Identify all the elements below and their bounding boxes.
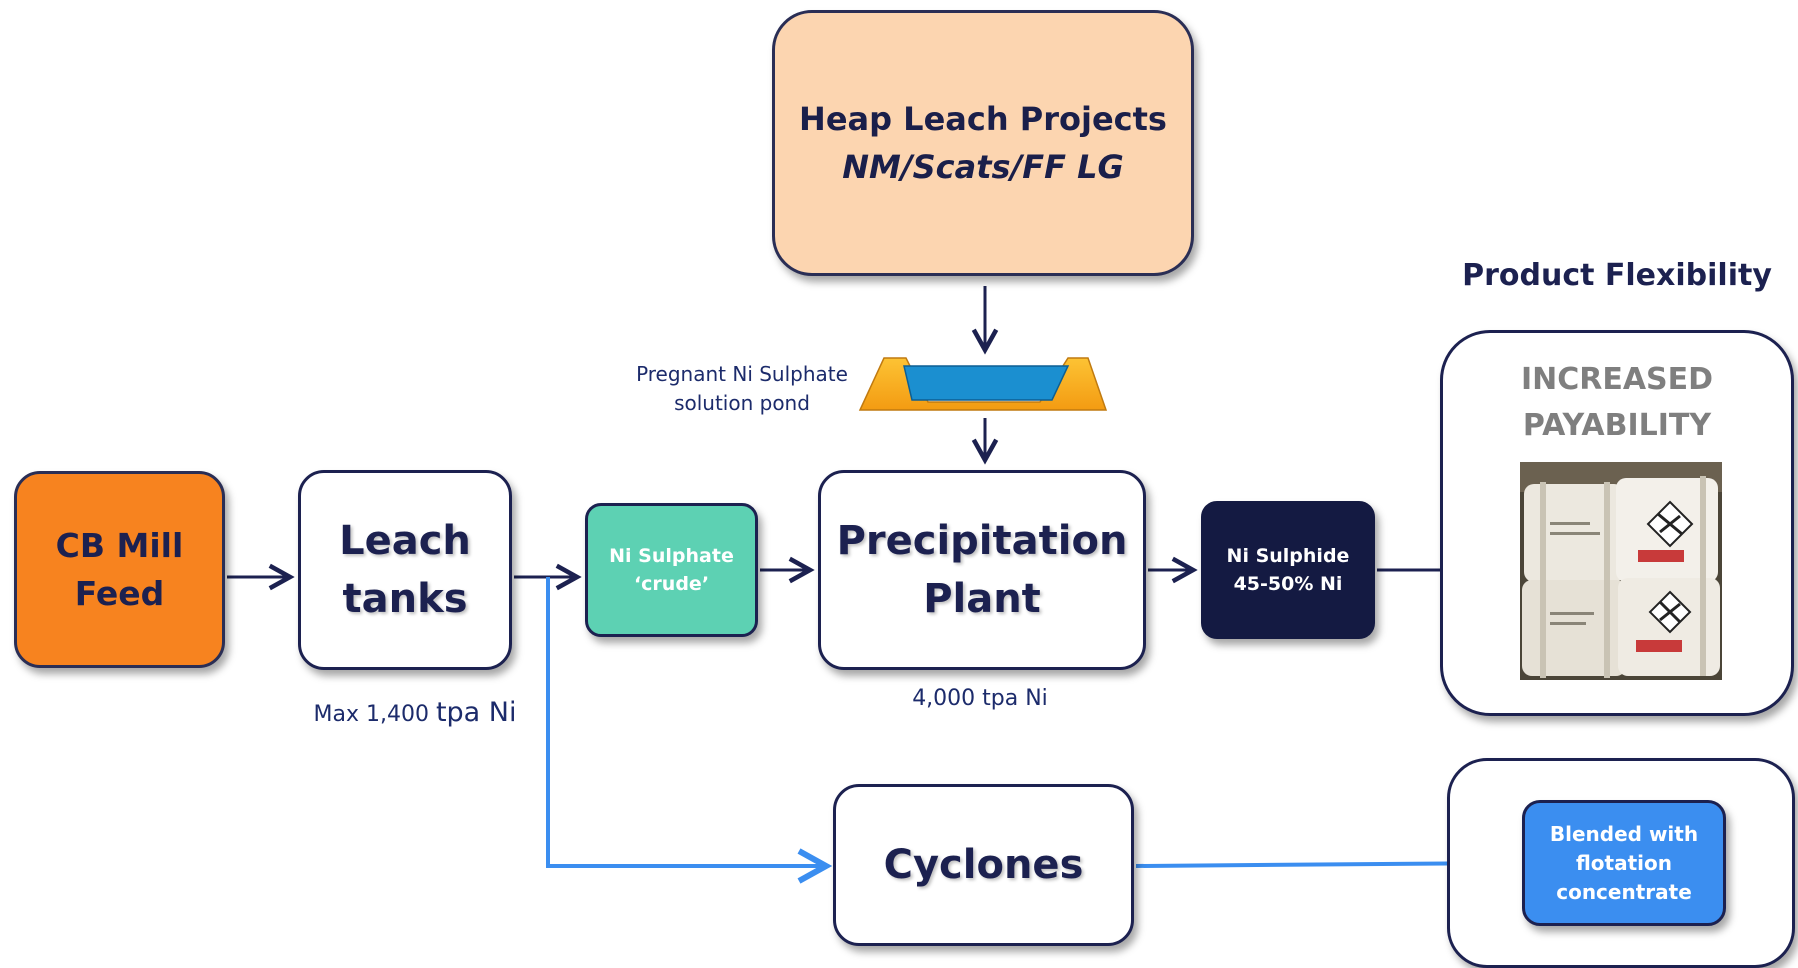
crude-line1: Ni Sulphate <box>609 545 734 567</box>
cb-mill-feed-box: CB Mill Feed <box>14 471 225 668</box>
blended-flotation-concentrate-box: Blended with flotation concentrate <box>1522 800 1726 926</box>
heap-leach-subtitle: NM/Scats/FF LG <box>842 148 1124 186</box>
precipitation-plant-box: Precipitation Plant <box>818 470 1146 670</box>
product-flexibility-title: Product Flexibility <box>1462 258 1772 293</box>
precipitation-line2: Plant <box>923 576 1041 622</box>
arrow-leach-to-cyclones <box>546 577 826 866</box>
precipitation-line1: Precipitation <box>836 518 1128 564</box>
pond-label-line2: solution pond <box>674 391 810 415</box>
blended-line2: flotation <box>1575 850 1672 875</box>
ni-sulphide-box: Ni Sulphide 45-50% Ni <box>1201 501 1375 639</box>
payability-line1: INCREASED <box>1520 362 1714 397</box>
pond-label: Pregnant Ni Sulphate solution pond <box>628 360 856 418</box>
leach-tanks-box: Leach tanks <box>298 470 512 670</box>
leach-capacity-value: Max 1,400 <box>313 702 429 727</box>
pond-label-line1: Pregnant Ni Sulphate <box>636 362 848 386</box>
ni-sulphate-crude-box: Ni Sulphate ‘crude’ <box>585 503 758 637</box>
leach-capacity-caption: Max 1,400 tpa Ni <box>290 696 540 732</box>
cb-mill-line2: Feed <box>74 573 165 613</box>
solution-pond-icon <box>858 357 1108 411</box>
sulphide-line1: Ni Sulphide <box>1226 545 1350 567</box>
crude-line2: ‘crude’ <box>633 573 710 595</box>
cyclones-box: Cyclones <box>833 784 1134 946</box>
sulphide-line2: 45-50% Ni <box>1233 573 1343 595</box>
product-bags-image <box>1520 462 1722 680</box>
blended-line1: Blended with <box>1549 821 1699 846</box>
heap-leach-projects-box: Heap Leach Projects NM/Scats/FF LG <box>772 10 1194 276</box>
precipitation-capacity-caption: 4,000 tpa Ni <box>912 686 1048 711</box>
blended-line3: concentrate <box>1556 879 1692 904</box>
leach-line1: Leach <box>339 518 471 564</box>
cyclones-label: Cyclones <box>883 842 1084 888</box>
leach-capacity-unit: tpa Ni <box>435 697 517 728</box>
payability-line2: PAYABILITY <box>1522 408 1712 443</box>
leach-line2: tanks <box>342 576 468 622</box>
heap-leach-title: Heap Leach Projects <box>799 100 1167 138</box>
cb-mill-line1: CB Mill <box>55 525 184 565</box>
